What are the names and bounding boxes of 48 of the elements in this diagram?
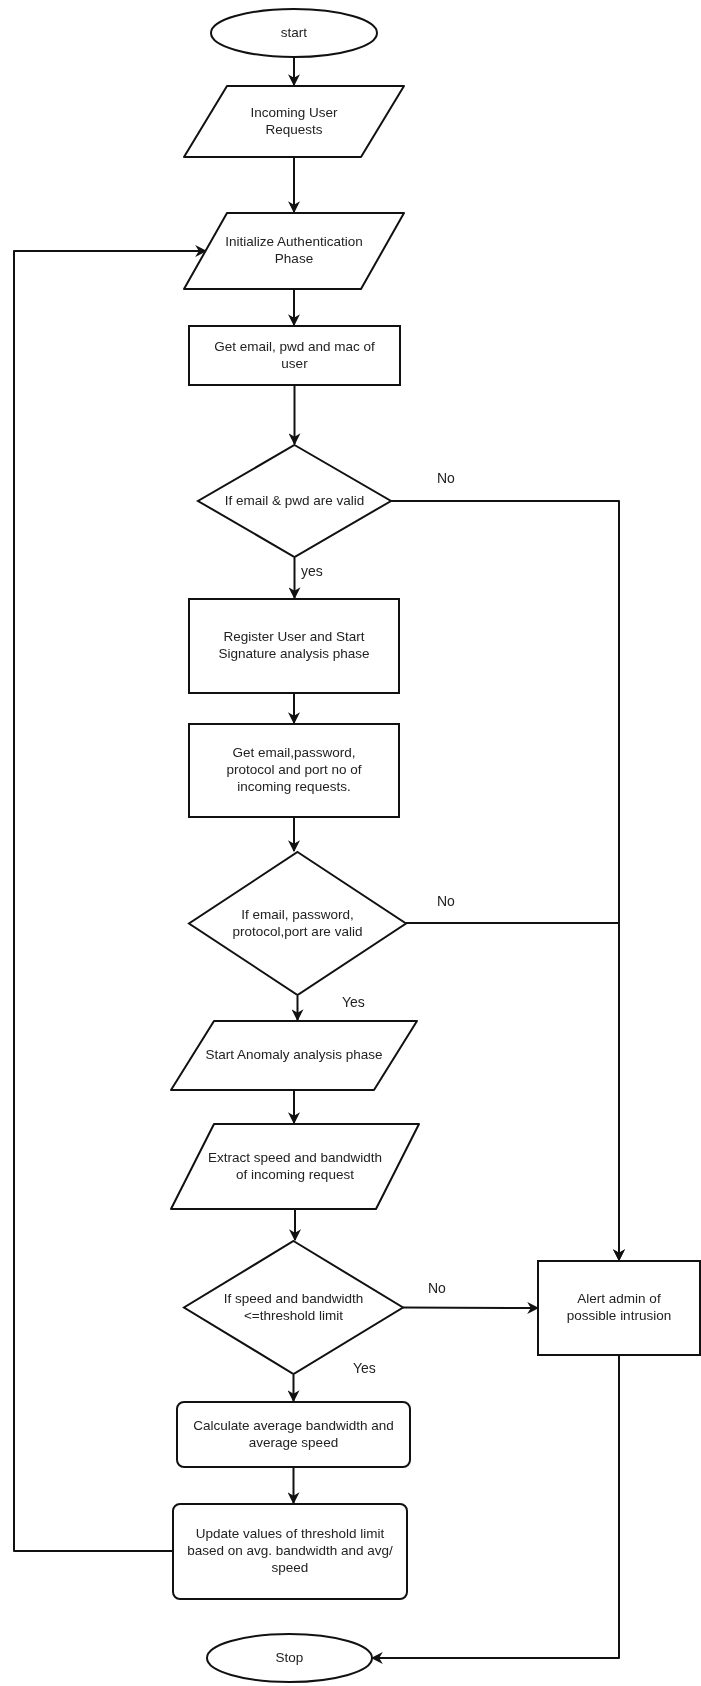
arrow [287, 1374, 300, 1403]
step-text: If email & pwd are valid [224, 492, 365, 510]
step-text: Calculate average bandwidth and average speed [192, 1417, 395, 1452]
step-text: Update values of threshold limit based on avg. bandwidth and avg/ speed [186, 1526, 394, 1577]
process-box [188, 598, 400, 694]
process-box [176, 1401, 411, 1468]
arrow [288, 693, 300, 725]
decision-diamond [183, 1240, 404, 1375]
step-text: Start Anomaly analysis phase [205, 1047, 383, 1064]
step-text: start [280, 24, 308, 42]
process-box [188, 325, 401, 386]
input-parallelogram [183, 85, 405, 158]
step-text: Extract speed and bandwidth of incoming request [206, 1149, 384, 1184]
arrow [291, 995, 304, 1022]
edge-label: Yes [352, 1360, 377, 1376]
step-text: Stop [275, 1649, 304, 1667]
step-text: Get email, pwd and mac of user [213, 338, 376, 373]
step-text: If email, password, protocol,port are valid [231, 906, 364, 941]
input-parallelogram [170, 1123, 420, 1210]
process-box [188, 723, 400, 818]
arrow [288, 157, 300, 214]
arrow [288, 289, 300, 327]
edge-label: Yes [341, 994, 366, 1010]
terminator-oval [206, 1633, 373, 1683]
arrow [289, 1209, 301, 1242]
edge-label: No [436, 470, 456, 486]
arrow [288, 817, 300, 853]
decision-diamond [197, 444, 392, 558]
arrow [288, 557, 301, 600]
edge-label: No [427, 1280, 447, 1296]
step-text: Alert admin of possible intrusion [565, 1291, 673, 1325]
step-text: Register User and Start Signature analysis phase [217, 629, 371, 663]
arrow [287, 1467, 300, 1505]
edge-label: No [436, 893, 456, 909]
step-text: Initialize Authentication Phase [224, 234, 364, 268]
decision-diamond [188, 851, 407, 996]
arrow [288, 57, 300, 87]
arrow [405, 922, 625, 1262]
arrow [288, 1090, 300, 1125]
process-box [537, 1260, 701, 1356]
step-text: Incoming User Requests [249, 104, 339, 139]
input-parallelogram [183, 212, 405, 290]
step-text: Get email,password, protocol and port no of incoming requests. [225, 745, 363, 796]
process-box [172, 1503, 408, 1600]
step-text: If speed and bandwidth <=threshold limit [222, 1290, 365, 1325]
terminator-oval [210, 8, 378, 58]
arrow [288, 385, 301, 446]
input-parallelogram [170, 1020, 418, 1091]
